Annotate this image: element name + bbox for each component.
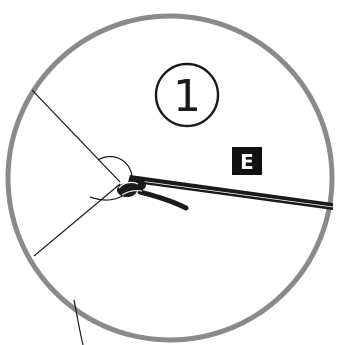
cord-tail xyxy=(140,192,186,208)
lower-wire xyxy=(34,184,120,256)
part-label-e-badge: E xyxy=(232,147,262,175)
step-number: 1 xyxy=(173,71,201,122)
leader-line xyxy=(74,300,83,345)
detail-view-circle xyxy=(8,16,332,340)
rod xyxy=(128,175,333,210)
upper-wire xyxy=(32,90,120,182)
part-label-text: E xyxy=(240,150,254,174)
step-number-badge: 1 xyxy=(156,64,218,126)
